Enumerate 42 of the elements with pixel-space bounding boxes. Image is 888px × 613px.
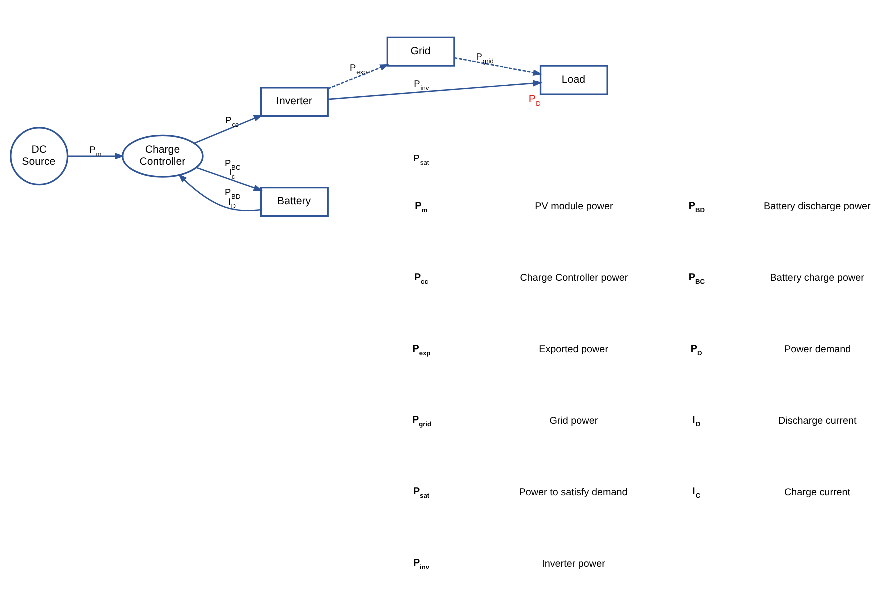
node-box: Load [540, 64, 608, 95]
label: P$_{grid}$ [412, 414, 432, 428]
node-box: Inverter [260, 86, 329, 117]
arrow [68, 152, 125, 160]
label: Exported power [539, 344, 609, 355]
label: Power demand [784, 344, 852, 355]
node-circle: DC Source [10, 126, 69, 186]
label: Power to satisfy demand [519, 486, 628, 498]
label: P$_{sat}$ [413, 486, 430, 500]
node-box: Battery [260, 186, 329, 217]
label: P$_{inv}$ [413, 558, 430, 572]
label: I$_{D}$ [692, 414, 701, 428]
label: Grid power [550, 415, 598, 426]
label: Charge current [784, 486, 851, 498]
arrow [178, 173, 262, 212]
label: Battery charge power [770, 272, 864, 284]
label: P$_{exp}$ [412, 343, 431, 357]
label: P$_{sat}$ [414, 152, 430, 166]
node-label: P$_{D}$ [528, 92, 541, 108]
label: PV module power [535, 201, 614, 212]
edge-label: P$_{BD}$ I$_{D}$ [224, 187, 241, 210]
label: Battery discharge power [764, 201, 871, 212]
arrow [328, 64, 390, 90]
arrow [194, 114, 264, 144]
node-ellipse: Charge Controller [122, 134, 204, 178]
arrow [328, 80, 543, 100]
label: P$_{BC}$ [688, 272, 706, 286]
label: I$_{C}$ [692, 486, 701, 500]
edge-label: P$_{grid}$ [476, 51, 494, 65]
edge-label: P$_{exp}$ [350, 62, 368, 76]
label: Inverter power [542, 558, 606, 570]
edge-label: P$_{BC}$ I$_{c}$ [224, 158, 241, 181]
arrow [196, 166, 264, 191]
label: P$_{D}$ [690, 343, 702, 357]
label: P$_{BD}$ [688, 200, 706, 214]
label: P$_{m}$ [415, 200, 428, 214]
arrow [454, 56, 543, 76]
node-box: Grid [386, 36, 456, 66]
label: P$_{cc}$ [414, 272, 428, 286]
edge-label: P$_{inv}$ [414, 78, 430, 92]
label: Discharge current [778, 415, 857, 426]
label: Charge Controller power [520, 272, 628, 284]
